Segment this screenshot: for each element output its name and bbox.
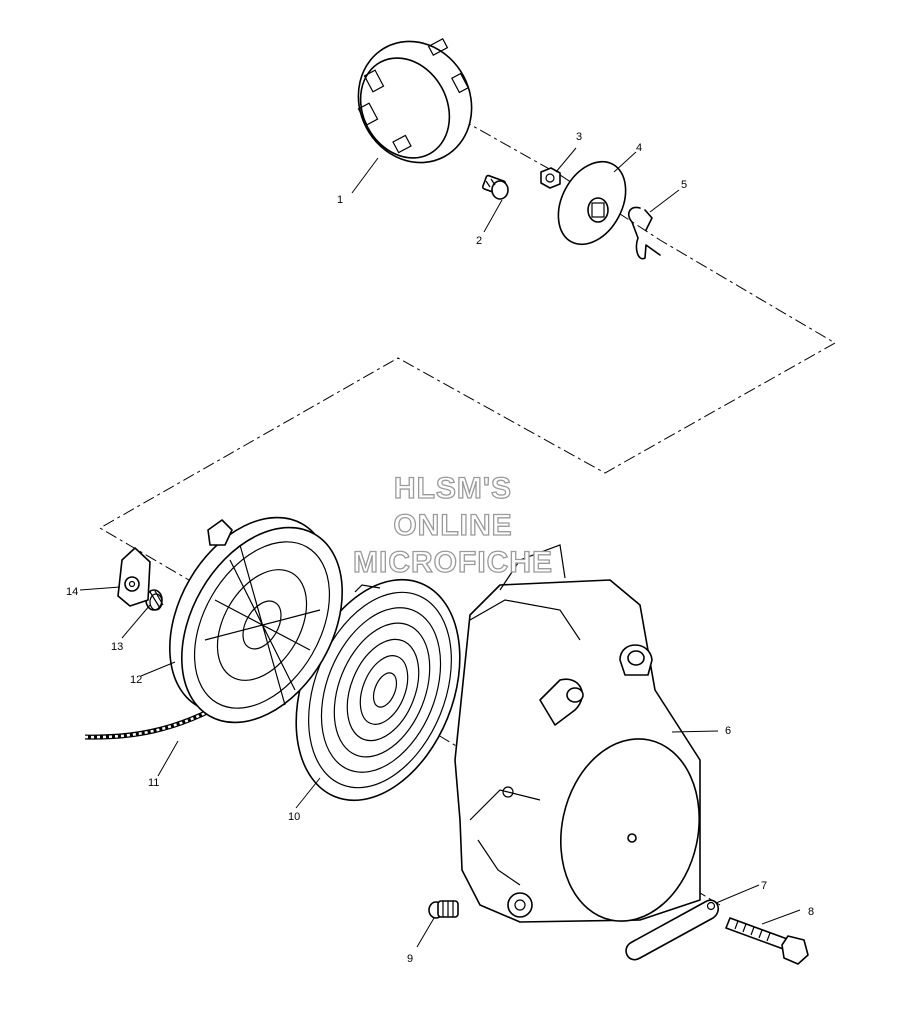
callout-3: 3: [576, 131, 582, 143]
part-4-pulley-plate: [557, 160, 627, 246]
callout-9: 9: [407, 953, 413, 965]
watermark-line-3: MICROFICHE: [353, 546, 553, 579]
part-12-recoil-reel: [169, 516, 343, 724]
callout-8: 8: [808, 906, 814, 918]
callout-5: 5: [681, 179, 687, 191]
callout-12: 12: [130, 674, 142, 686]
part-2-plug-screw: [481, 174, 509, 200]
callout-7: 7: [761, 880, 767, 892]
callout-14: 14: [66, 586, 78, 598]
part-3-nut: [540, 167, 561, 189]
part-9-fitting: [428, 900, 459, 919]
callout-13: 13: [111, 641, 123, 653]
part-14-pawl: [117, 547, 151, 607]
callout-10: 10: [288, 811, 300, 823]
watermark: HLSM'S ONLINE MICROFICHE: [352, 471, 553, 579]
part-6-recoil-housing: [454, 544, 701, 923]
callout-4: 4: [636, 142, 642, 154]
part-7-guide-plate: [625, 899, 720, 961]
watermark-line-1: HLSM'S: [394, 472, 512, 505]
part-5-spring-clip: [628, 206, 661, 260]
part-8-bolt: [725, 917, 809, 965]
callout-11: 11: [148, 777, 159, 789]
watermark-line-2: ONLINE: [393, 509, 512, 542]
part-1-starter-cup: [357, 38, 473, 164]
callout-1: 1: [337, 194, 343, 206]
leader-lines: [79, 147, 801, 948]
callout-6: 6: [725, 725, 731, 737]
callout-2: 2: [476, 235, 482, 247]
callout-labels: 1 2 3 4 5 6 7 8 9 10 11 12 13 14: [66, 131, 814, 965]
